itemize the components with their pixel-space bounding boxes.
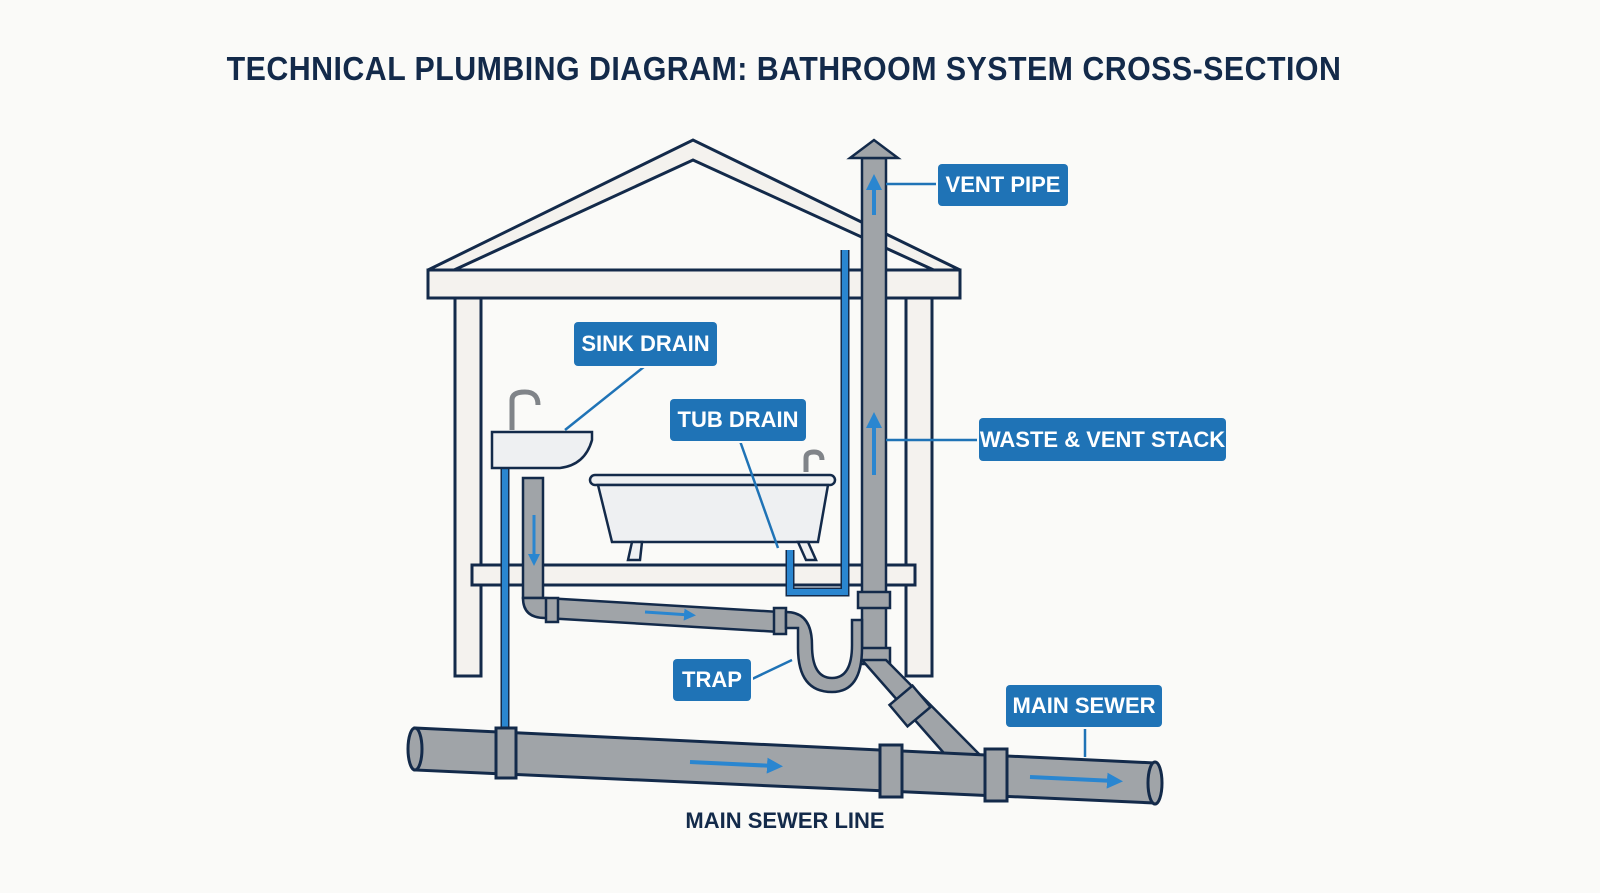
- house-frame: [426, 138, 962, 678]
- label-sink-drain: SINK DRAIN: [574, 322, 717, 366]
- main-sewer-pipe: [406, 726, 1164, 806]
- label-waste-vent-stack: WASTE & VENT STACK: [979, 418, 1226, 461]
- main-sewer-line-caption: MAIN SEWER LINE: [685, 808, 885, 833]
- label-vent-pipe: VENT PIPE: [938, 164, 1068, 206]
- sewer-flow-arrow: [1029, 772, 1123, 789]
- leader-lines: [564, 182, 1087, 757]
- waste-vent-stack: [846, 138, 983, 762]
- sewer-flow-arrow: [689, 757, 783, 774]
- drain-flow-arrow: [644, 608, 696, 621]
- sink: [490, 389, 594, 470]
- page-title: TECHNICAL PLUMBING DIAGRAM: BATHROOM SYS…: [226, 50, 1342, 87]
- label-tub-drain: TUB DRAIN: [670, 399, 806, 441]
- label-main-sewer: MAIN SEWER: [1006, 685, 1162, 727]
- label-trap: TRAP: [673, 659, 751, 701]
- bathtub: [588, 449, 837, 562]
